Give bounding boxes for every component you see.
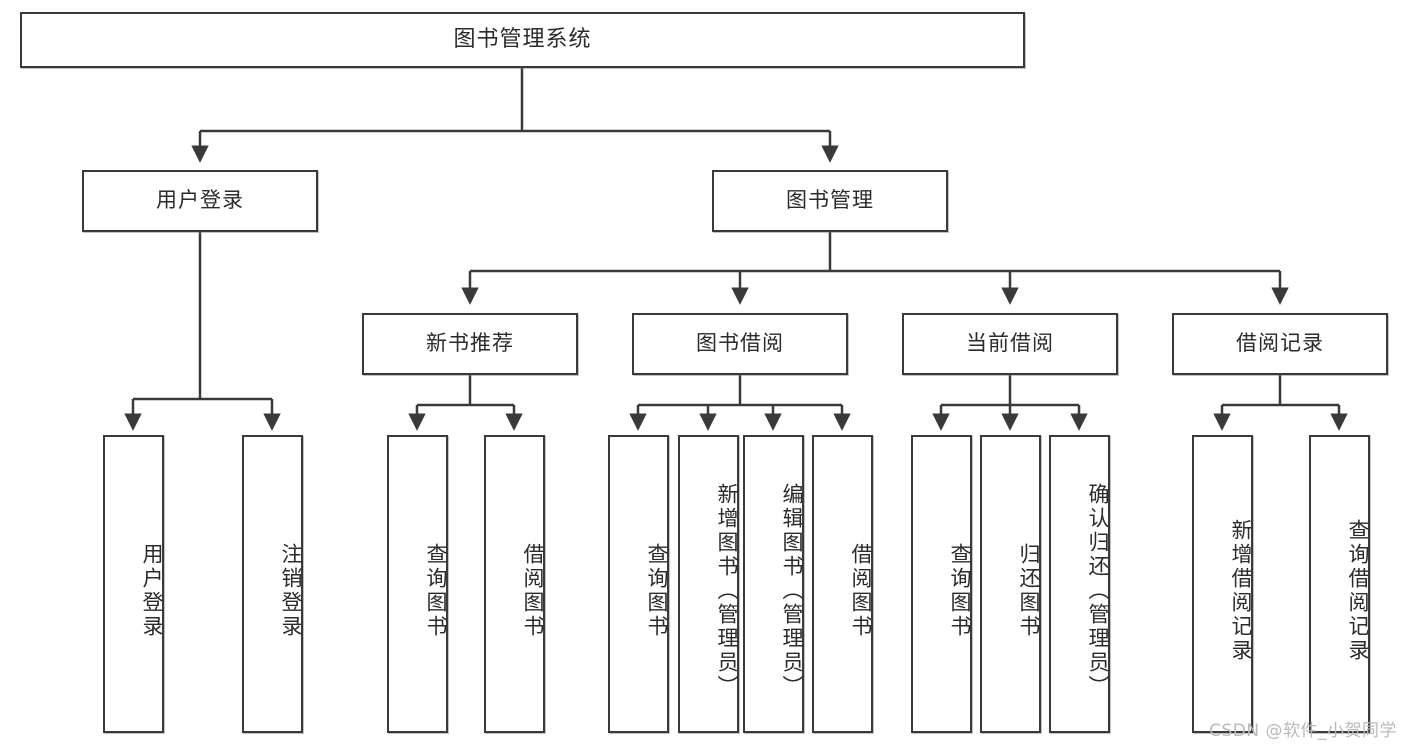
node-label: 查询图书 [424, 543, 448, 639]
node-label: 查询图书 [645, 543, 669, 639]
node-root-system[interactable]: 图书管理系统 [20, 12, 1025, 68]
leaf-record-query-record[interactable]: 查询借阅记录 [1309, 435, 1370, 733]
leaf-user-login-login[interactable]: 用户登录 [103, 435, 164, 733]
node-label: 当前借阅 [966, 331, 1054, 356]
node-user-login[interactable]: 用户登录 [82, 170, 318, 232]
leaf-record-add-record[interactable]: 新增借阅记录 [1192, 435, 1253, 733]
leaf-borrow-query-book[interactable]: 查询图书 [608, 435, 669, 733]
node-label: 新增图书（管理员） [715, 483, 739, 699]
node-borrow-record[interactable]: 借阅记录 [1172, 313, 1388, 375]
leaf-current-confirm-return-admin[interactable]: 确认归还（管理员） [1049, 435, 1110, 733]
csdn-watermark: CSDN @软件_小贺同学 [1209, 721, 1397, 741]
node-label: 图书借阅 [696, 331, 784, 356]
node-label: 查询图书 [948, 543, 972, 639]
node-book-borrow[interactable]: 图书借阅 [632, 313, 848, 375]
leaf-user-login-logout[interactable]: 注销登录 [242, 435, 303, 733]
node-label: 借阅图书 [521, 543, 545, 639]
leaf-current-query-book[interactable]: 查询图书 [911, 435, 972, 733]
leaf-current-return-book[interactable]: 归还图书 [980, 435, 1041, 733]
node-label: 新书推荐 [426, 331, 514, 356]
node-book-management[interactable]: 图书管理 [712, 170, 948, 232]
node-label: 图书管理 [786, 188, 874, 213]
node-label: 查询借阅记录 [1346, 519, 1370, 663]
node-label: 新增借阅记录 [1229, 519, 1253, 663]
leaf-borrow-edit-book-admin[interactable]: 编辑图书（管理员） [743, 435, 804, 733]
node-current-borrow[interactable]: 当前借阅 [902, 313, 1118, 375]
node-new-book-recommend[interactable]: 新书推荐 [362, 313, 578, 375]
node-label: 归还图书 [1017, 543, 1041, 639]
leaf-recommend-borrow-book[interactable]: 借阅图书 [484, 435, 545, 733]
node-label: 借阅图书 [849, 543, 873, 639]
node-label: 借阅记录 [1236, 331, 1324, 356]
node-label: 图书管理系统 [453, 26, 592, 52]
node-label: 用户登录 [156, 188, 244, 213]
leaf-borrow-borrow-book[interactable]: 借阅图书 [812, 435, 873, 733]
node-label: 编辑图书（管理员） [780, 483, 804, 699]
node-label: 注销登录 [279, 543, 303, 639]
leaf-recommend-query-book[interactable]: 查询图书 [387, 435, 448, 733]
node-label: 用户登录 [140, 543, 164, 639]
node-label: 确认归还（管理员） [1086, 483, 1110, 699]
leaf-borrow-add-book-admin[interactable]: 新增图书（管理员） [678, 435, 739, 733]
